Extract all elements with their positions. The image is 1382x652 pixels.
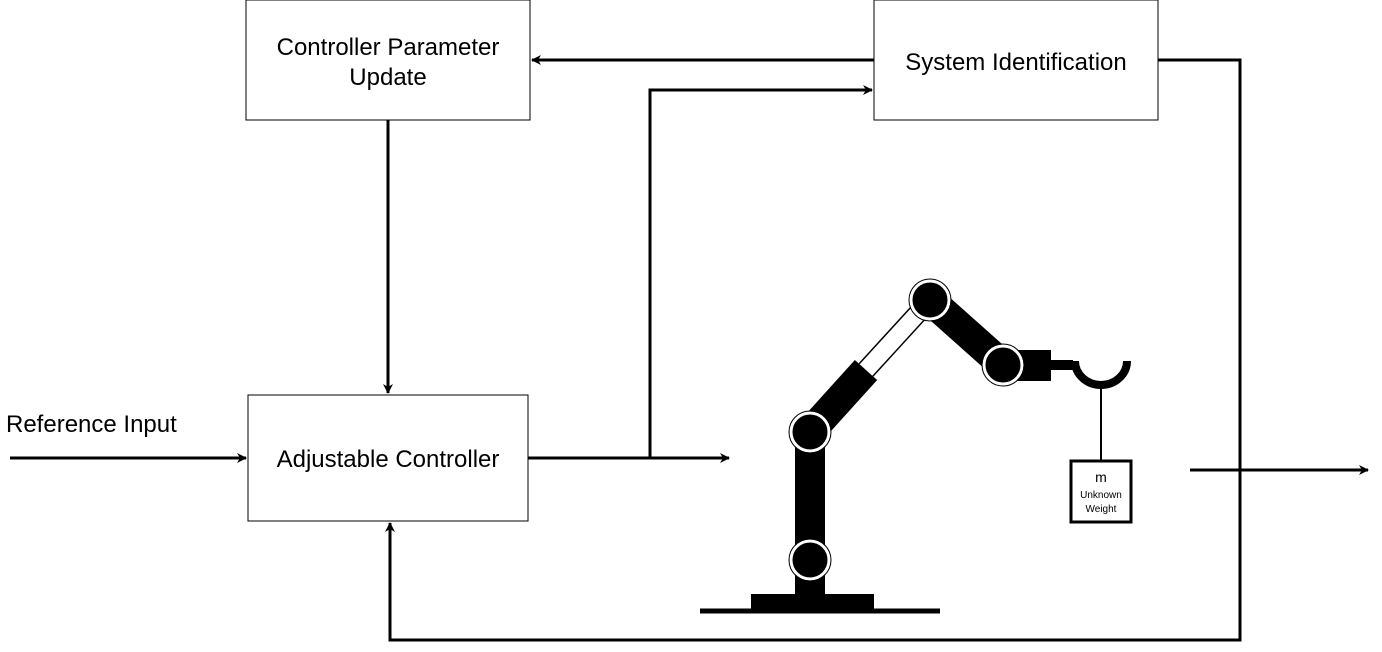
robot-joint-base: [789, 539, 831, 581]
unknown-weight-box: m Unknown Weight: [1069, 459, 1133, 524]
controller-parameter-update-label-line2: Update: [349, 64, 426, 91]
robot-joint-wrist: [982, 344, 1024, 386]
controller-output-to-sysid-arrow: [648, 85, 873, 458]
robot-joint-shoulder-ring: [788, 410, 832, 454]
controller-parameter-update-label-line1: Controller Parameter: [277, 34, 500, 61]
feedback-loop-arrow: [385, 58, 1242, 642]
robot-joint-base-ring: [788, 538, 832, 582]
robot-wrist-connector: [1049, 360, 1073, 370]
weight-symbol: m: [1095, 469, 1107, 485]
robot-arm-illustration: [700, 278, 1131, 614]
robot-base-plate: [751, 594, 874, 610]
robot-joint-shoulder: [789, 411, 831, 453]
system-identification-label: System Identification: [905, 49, 1126, 76]
robot-joint-wrist-ring: [981, 343, 1025, 387]
robot-hook: [1071, 360, 1131, 389]
reference-input-label: Reference Input: [6, 411, 177, 438]
adjustable-controller-label: Adjustable Controller: [277, 446, 500, 473]
robot-joint-elbow: [909, 279, 951, 321]
weight-label-line1: Unknown: [1080, 490, 1122, 501]
controller-parameter-update-block: Controller Parameter Update: [245, 0, 531, 121]
adjustable-controller-block: Adjustable Controller: [247, 394, 529, 522]
system-identification-block: System Identification: [873, 0, 1159, 121]
weight-label-line2: Weight: [1086, 504, 1117, 515]
robot-joint-elbow-ring: [908, 278, 952, 322]
